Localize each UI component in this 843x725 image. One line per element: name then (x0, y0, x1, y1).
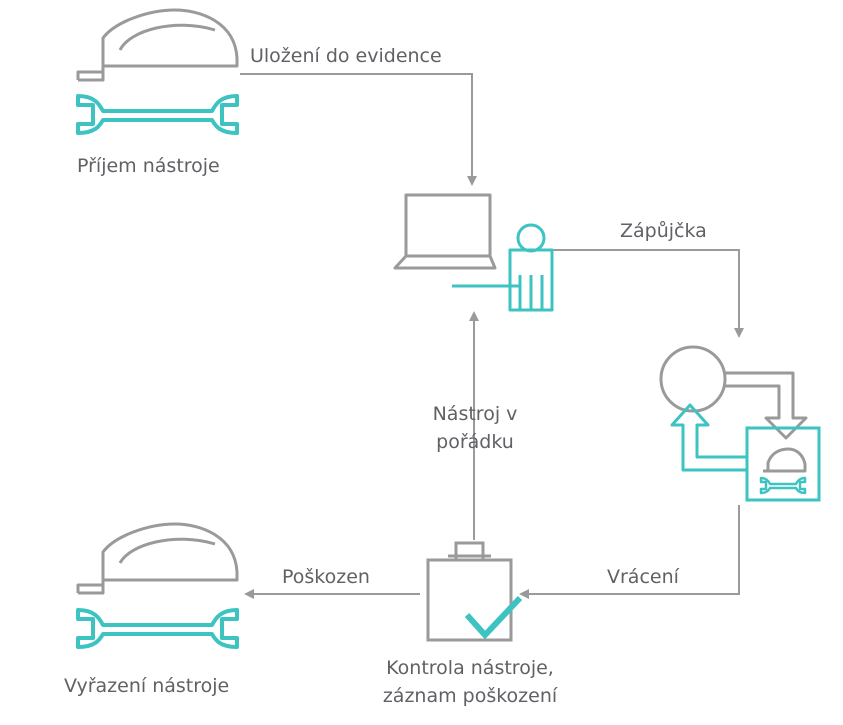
flow-connectors (240, 73, 744, 599)
discard-helmet-wrench-icon (76, 522, 239, 649)
label-damaged: Poškozen (282, 566, 370, 588)
check-icon (464, 595, 523, 640)
wrench-icon (76, 94, 239, 135)
label-check-line2: záznam poškození (382, 685, 558, 707)
computer-user-icon (393, 193, 554, 312)
label-tool-ok-line2: pořádku (436, 431, 514, 453)
helmet-icon (76, 522, 239, 595)
inspection-bag-icon (426, 541, 523, 642)
arrow-store (240, 73, 477, 186)
label-tool-ok-line1: Nástroj v (432, 403, 518, 425)
label-receive: Příjem nástroje (77, 155, 220, 177)
person-icon (452, 223, 554, 312)
label-returned: Vrácení (607, 566, 679, 588)
loan-cycle-icon (659, 345, 821, 502)
arrow-returned (519, 505, 740, 599)
receive-helmet-wrench-icon (76, 8, 239, 135)
helmet-icon (76, 8, 239, 82)
wrench-icon (76, 608, 239, 649)
arrow-loan (553, 249, 744, 338)
label-store: Uložení do evidence (250, 45, 442, 67)
laptop-icon (393, 193, 497, 270)
label-check-line1: Kontrola nástroje, (386, 657, 554, 679)
label-discard: Vyřazení nástroje (64, 675, 230, 697)
label-loan: Zápůjčka (620, 220, 707, 242)
